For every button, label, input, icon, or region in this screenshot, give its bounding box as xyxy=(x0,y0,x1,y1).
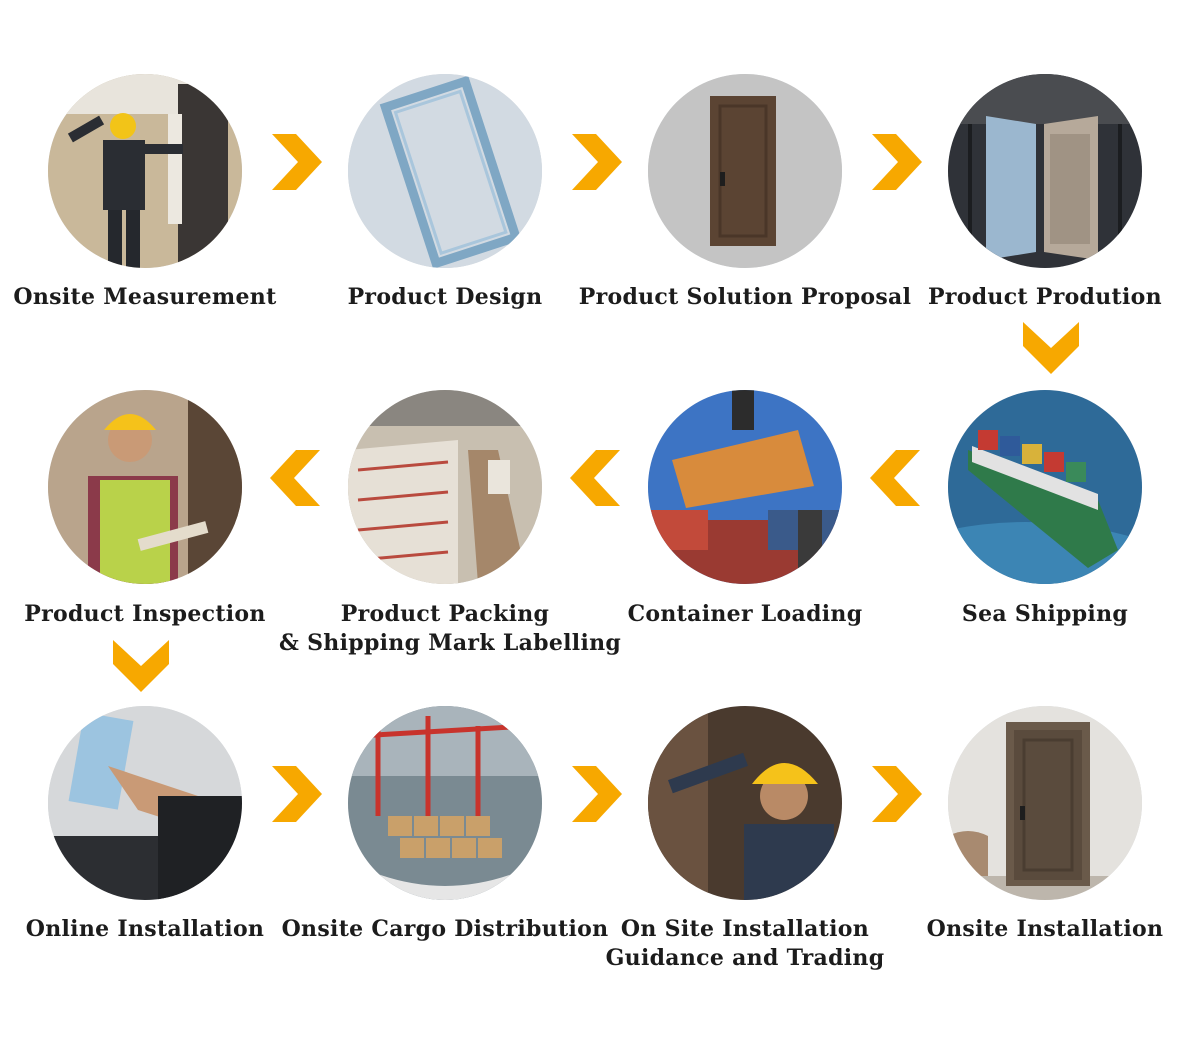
step-label: Product Solution Proposal xyxy=(578,284,912,310)
chevron-down-icon xyxy=(1021,316,1081,376)
step-label-line1: On Site Installation xyxy=(620,916,870,942)
chevron-right-icon xyxy=(866,132,926,192)
onsite-cargo-distribution-photo xyxy=(348,706,542,900)
sea-shipping-photo xyxy=(948,390,1142,584)
on-site-installation-guidance-photo xyxy=(648,706,842,900)
step-label-line2: & Shipping Mark Labelling xyxy=(279,630,622,656)
step-label: Product Prodution xyxy=(928,284,1162,310)
chevron-left-icon xyxy=(566,448,626,508)
step-label: Onsite Installation xyxy=(926,916,1164,942)
step-label: Container Loading xyxy=(627,601,863,627)
onsite-installation-photo xyxy=(948,706,1142,900)
product-packing-photo xyxy=(348,390,542,584)
chevron-right-icon xyxy=(266,764,326,824)
step-label-line1: Product Packing xyxy=(340,601,550,627)
container-loading-photo xyxy=(648,390,842,584)
chevron-right-icon xyxy=(866,764,926,824)
chevron-right-icon xyxy=(566,764,626,824)
product-prodution-photo xyxy=(948,74,1142,268)
onsite-measurement-photo xyxy=(48,74,242,268)
step-label-line2: Guidance and Trading xyxy=(605,945,885,971)
chevron-left-icon xyxy=(266,448,326,508)
chevron-right-icon xyxy=(266,132,326,192)
step-label: Product Design xyxy=(347,284,543,310)
chevron-right-icon xyxy=(566,132,626,192)
online-installation-photo xyxy=(48,706,242,900)
step-label: Onsite Measurement xyxy=(13,284,277,310)
step-label: Product Inspection xyxy=(24,601,266,627)
step-label: Online Installation xyxy=(25,916,265,942)
step-label: Onsite Cargo Distribution xyxy=(281,916,609,942)
step-label: Sea Shipping xyxy=(961,601,1129,627)
product-solution-proposal-photo xyxy=(648,74,842,268)
product-inspection-photo xyxy=(48,390,242,584)
chevron-down-icon xyxy=(111,634,171,694)
product-design-photo xyxy=(348,74,542,268)
chevron-left-icon xyxy=(866,448,926,508)
